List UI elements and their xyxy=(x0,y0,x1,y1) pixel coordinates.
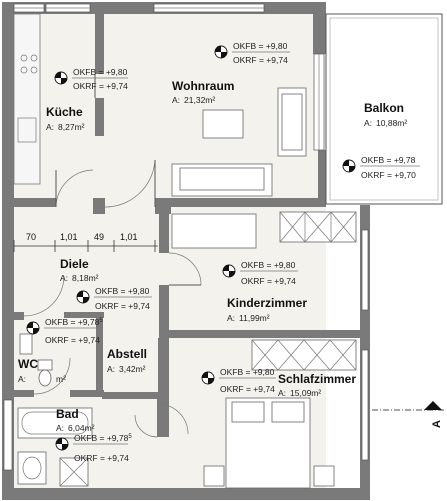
section-label: A xyxy=(431,420,443,428)
balcony-floor xyxy=(326,18,444,204)
level-okrf: OKRF = +9,74 xyxy=(45,335,100,345)
level-okfb: OKFB = +9,80 xyxy=(241,260,296,270)
level-marker-wc: OKFB = +9,785 OKRF = +9,74 xyxy=(26,317,103,345)
dim-1: 70 xyxy=(26,232,36,242)
level-okfb: OKFB = +9,80 xyxy=(233,41,288,51)
level-marker-balkon: OKFB = +9,78 OKRF = +9,70 xyxy=(342,155,420,180)
level-okfb: OKFB = +9,80 xyxy=(95,286,150,296)
level-symbol-icon xyxy=(201,371,215,385)
room-name: Diele xyxy=(60,257,89,271)
room-area: A:21,32m² xyxy=(172,95,215,105)
level-okrf: OKRF = +9,74 xyxy=(95,301,150,311)
level-symbol-icon xyxy=(55,437,69,451)
level-symbol-icon xyxy=(26,321,40,335)
dim-2: 1,01 xyxy=(60,232,78,242)
room-name: Abstell xyxy=(107,347,147,361)
room-name: Küche xyxy=(46,105,83,119)
room-label-abstell: Abstell A:3,42m² xyxy=(107,347,147,374)
section-arrow-icon xyxy=(424,401,442,410)
level-symbol-icon xyxy=(342,159,356,173)
room-area: A:8,18m² xyxy=(60,273,99,283)
level-okrf: OKRF = +9,74 xyxy=(73,81,128,91)
level-marker-diele: OKFB = +9,80 OKRF = +9,74 xyxy=(76,286,152,311)
section-marker: A xyxy=(372,401,444,428)
level-okfb: OKFB = +9,80 xyxy=(220,367,275,377)
doors xyxy=(23,74,202,438)
room-label-kinderzimmer: Kinderzimmer A:11,99m² xyxy=(227,296,307,323)
room-area: A:6,04m² xyxy=(56,423,95,433)
level-marker-kueche: OKFB = +9,80 OKRF = +9,74 xyxy=(54,67,128,91)
dim-4: 1,01 xyxy=(120,232,138,242)
room-label-wohnraum: Wohnraum A:21,32m² xyxy=(172,79,234,105)
level-symbol-icon xyxy=(54,71,68,85)
level-marker-schlafzimmer: OKFB = +9,80 OKRF = +9,74 xyxy=(201,367,276,394)
level-okfb: OKFB = +9,80 xyxy=(73,67,128,77)
level-okfb: OKFB = +9,785 xyxy=(45,317,103,327)
room-name: Bad xyxy=(56,407,79,421)
level-symbol-icon xyxy=(76,290,90,304)
room-name: WC xyxy=(18,357,38,371)
room-label-balkon: Balkon A:10,88m² xyxy=(364,101,407,128)
room-label-kueche: Küche A:8,27m² xyxy=(46,105,85,132)
room-area: A:10,88m² xyxy=(364,118,407,128)
level-okrf: OKRF = +9,74 xyxy=(241,276,296,286)
level-marker-wohnraum: OKFB = +9,80 OKRF = +9,74 xyxy=(214,41,290,65)
balcony-outline xyxy=(325,13,443,205)
room-label-wc: WC A:m² xyxy=(18,357,66,384)
level-symbol-icon xyxy=(222,264,236,278)
dim-3: 49 xyxy=(94,232,104,242)
room-area: A:11,99m² xyxy=(227,313,270,323)
room-name: Balkon xyxy=(364,101,404,115)
level-symbol-icon xyxy=(214,45,228,59)
dimension-line: 70 1,01 49 1,01 xyxy=(13,232,158,252)
room-area: A:m² xyxy=(18,374,66,384)
level-okfb: OKFB = +9,78 xyxy=(361,155,416,165)
level-marker-bad: OKFB = +9,785 OKRF = +9,74 xyxy=(55,433,132,463)
room-name: Kinderzimmer xyxy=(227,296,307,310)
room-name: Wohnraum xyxy=(172,79,234,93)
windows xyxy=(3,3,369,471)
level-okrf: OKRF = +9,74 xyxy=(74,453,129,463)
level-okrf: OKRF = +9,70 xyxy=(361,170,416,180)
room-label-bad: Bad A:6,04m² xyxy=(56,407,95,433)
room-label-diele: Diele A:8,18m² xyxy=(60,257,99,283)
level-okfb: OKFB = +9,785 xyxy=(74,433,132,443)
room-area: A:15,09m² xyxy=(278,388,321,398)
level-okrf: OKRF = +9,74 xyxy=(220,384,275,394)
furniture xyxy=(13,13,357,489)
level-marker-kinderzimmer: OKFB = +9,80 OKRF = +9,74 xyxy=(222,260,298,286)
room-name: Schlafzimmer xyxy=(278,372,356,386)
room-label-schlafzimmer: Schlafzimmer A:15,09m² xyxy=(278,372,356,398)
room-area: A:8,27m² xyxy=(46,122,85,132)
room-area: A:3,42m² xyxy=(107,364,146,374)
level-okrf: OKRF = +9,74 xyxy=(233,55,288,65)
